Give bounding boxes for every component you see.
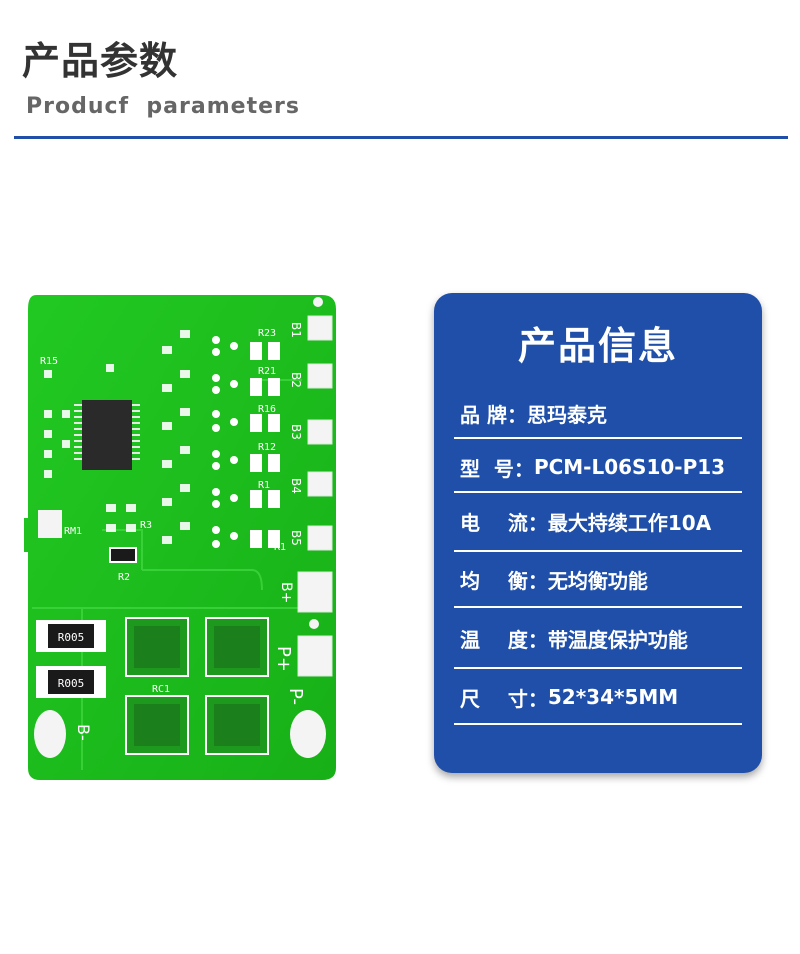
silkscreen-label: R2 bbox=[118, 572, 130, 583]
pad-label-bplus: B+ bbox=[278, 582, 294, 603]
title-divider bbox=[14, 136, 788, 139]
pad-label-pplus: P+ bbox=[273, 646, 294, 672]
silkscreen-label: R21 bbox=[258, 366, 276, 377]
info-value: 无均衡功能 bbox=[547, 568, 648, 593]
info-value: 最大持续工作10A bbox=[547, 510, 712, 535]
pad-label-b1: B1 bbox=[289, 322, 303, 338]
silkscreen-label: R1 bbox=[258, 480, 270, 491]
info-value: 带温度保护功能 bbox=[547, 627, 688, 652]
pad-label-b4: B4 bbox=[289, 478, 303, 494]
row-divider bbox=[454, 667, 742, 669]
pad-label-b5: B5 bbox=[289, 530, 303, 546]
info-value: 思玛泰克 bbox=[526, 402, 607, 427]
info-label: 尺 寸： bbox=[460, 686, 548, 711]
pad-label-b2: B2 bbox=[289, 372, 303, 388]
info-label: 温 度： bbox=[460, 627, 548, 652]
info-row-model: 型 号： PCM-L06S10-P13 bbox=[460, 451, 742, 483]
silkscreen-label: R12 bbox=[258, 442, 276, 453]
row-divider bbox=[454, 606, 742, 608]
section-title-cn: 产品参数 bbox=[22, 39, 179, 83]
info-label: 电 流： bbox=[460, 510, 548, 535]
info-row-size: 尺 寸： 52*34*5MM bbox=[460, 681, 742, 713]
row-divider bbox=[454, 437, 742, 439]
product-info-panel: 产品信息 品 牌： 思玛泰克 型 号： PCM-L06S10-P13 电 流： … bbox=[434, 293, 762, 773]
silkscreen-label: RM1 bbox=[64, 526, 82, 537]
silkscreen-label: R15 bbox=[40, 356, 58, 367]
silkscreen-label: RC1 bbox=[152, 684, 170, 695]
pad-label-bminus: B- bbox=[74, 724, 93, 741]
pad-label-pminus: P- bbox=[285, 688, 306, 705]
info-row-temperature: 温 度： 带温度保护功能 bbox=[460, 622, 742, 654]
info-row-balance: 均 衡： 无均衡功能 bbox=[460, 563, 742, 595]
info-value: PCM-L06S10-P13 bbox=[533, 455, 726, 479]
panel-title: 产品信息 bbox=[517, 324, 678, 368]
row-divider bbox=[454, 723, 742, 725]
info-label: 均 衡： bbox=[460, 568, 548, 593]
info-row-brand: 品 牌： 思玛泰克 bbox=[460, 397, 742, 429]
info-row-current: 电 流： 最大持续工作10A bbox=[460, 505, 742, 537]
row-divider bbox=[454, 491, 742, 493]
pad-label-b3: B3 bbox=[289, 424, 303, 440]
silkscreen-label: R16 bbox=[258, 404, 276, 415]
row-divider bbox=[454, 550, 742, 552]
silkscreen-label: R23 bbox=[258, 328, 276, 339]
silkscreen-label: R3 bbox=[140, 520, 152, 531]
info-label: 型 号： bbox=[460, 456, 534, 481]
info-label: 品 牌： bbox=[460, 402, 527, 427]
info-value: 52*34*5MM bbox=[547, 685, 679, 709]
shunt-resistor-label: R005 bbox=[58, 631, 85, 644]
section-title-en: Producf parameters bbox=[26, 94, 300, 119]
shunt-resistor-label: R005 bbox=[58, 677, 85, 690]
silkscreen-label: R1 bbox=[274, 542, 286, 553]
pcb-board-image: R005 R005 bbox=[24, 295, 336, 780]
